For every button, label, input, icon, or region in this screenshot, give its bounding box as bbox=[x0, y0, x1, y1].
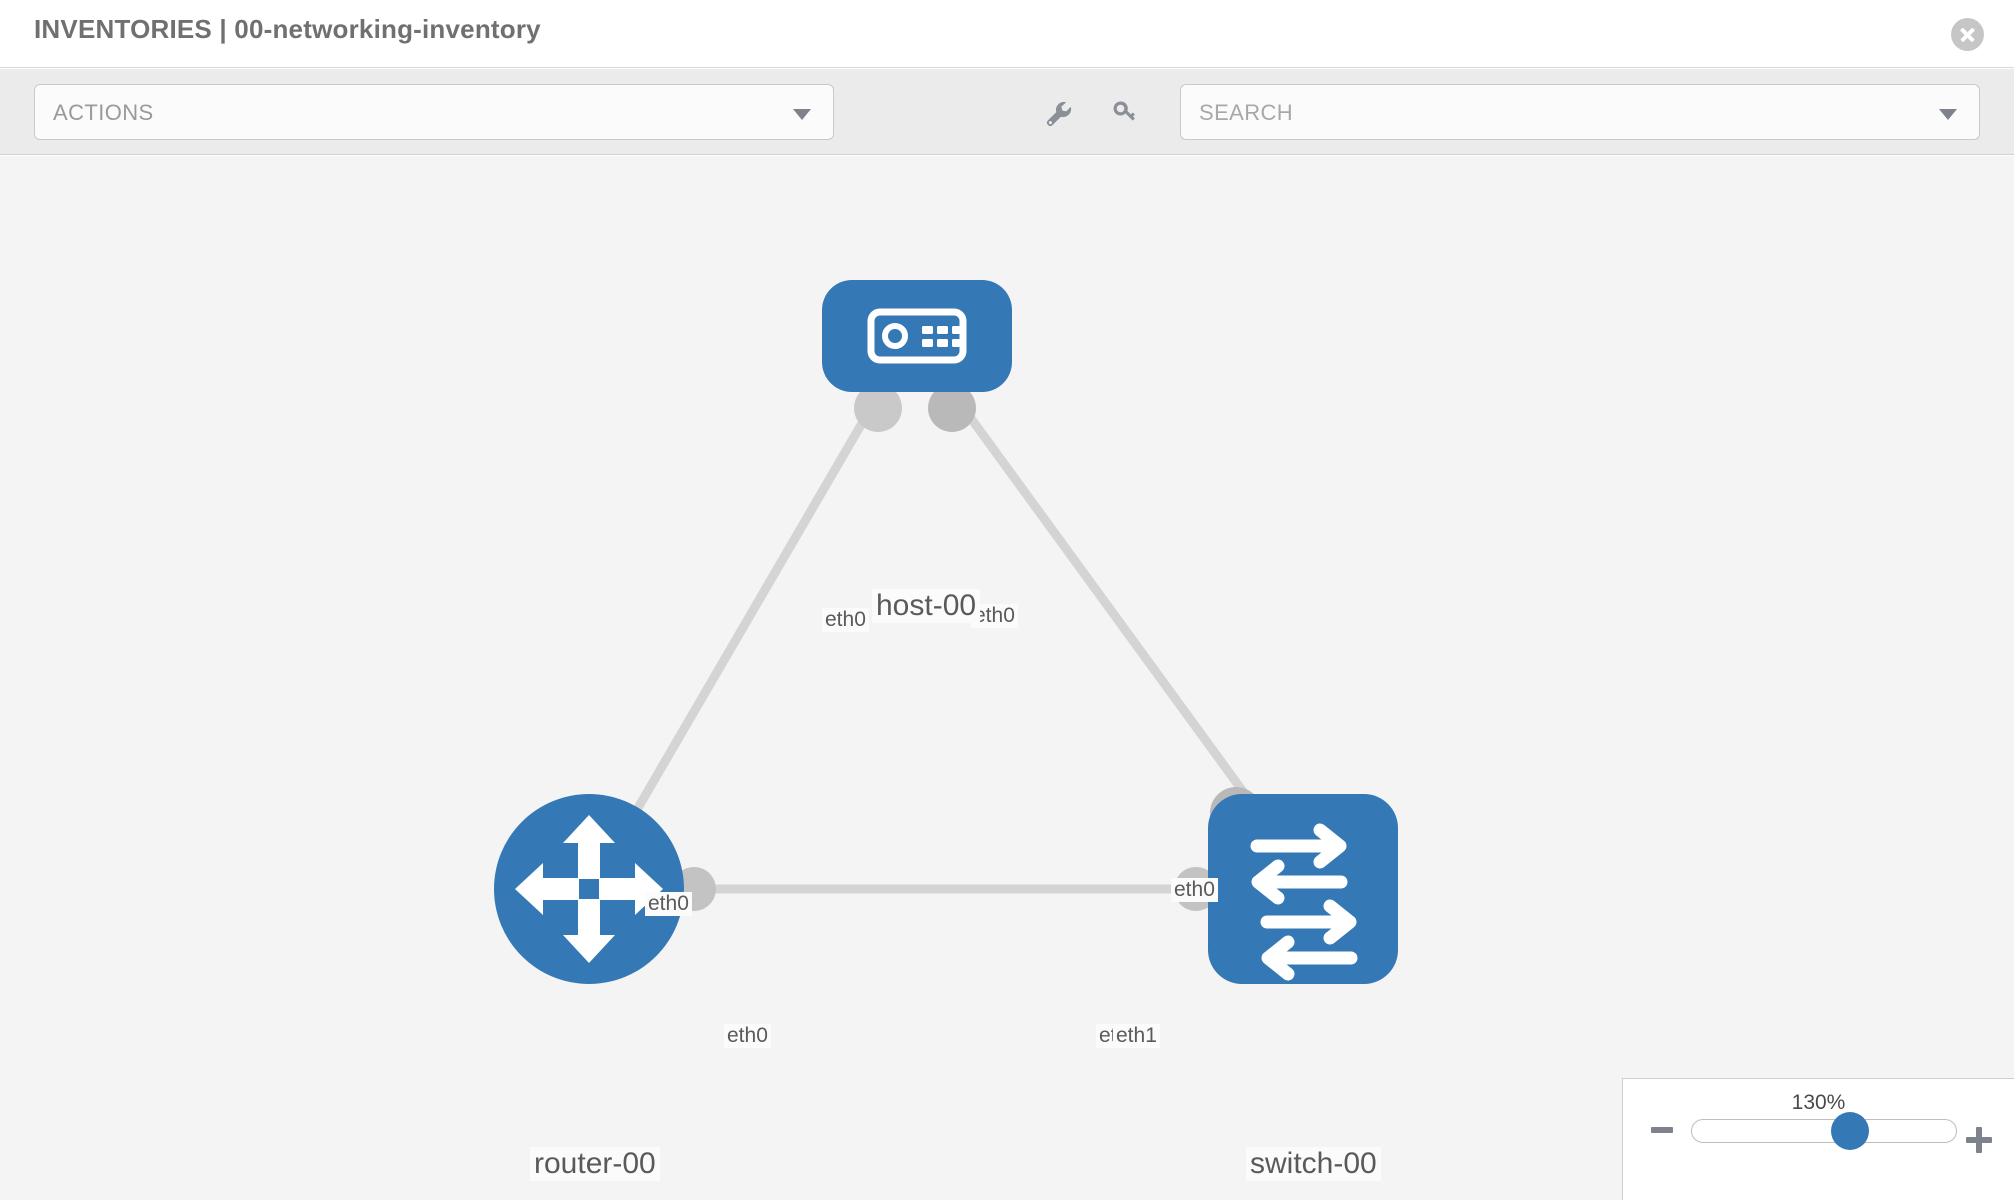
zoom-in-button[interactable] bbox=[1966, 1127, 1992, 1153]
page-header: INVENTORIES | 00-networking-inventory bbox=[0, 0, 2014, 68]
zoom-out-button[interactable] bbox=[1651, 1127, 1673, 1133]
node-label-switch-00: switch-00 bbox=[1246, 1147, 1381, 1181]
zoom-control-panel: 130% bbox=[1622, 1078, 2014, 1200]
switch-arrows-icon bbox=[1250, 823, 1358, 981]
topology-ports bbox=[672, 384, 1262, 911]
node-host-00 bbox=[822, 280, 1012, 392]
topology-graph bbox=[494, 280, 1398, 984]
port-stub bbox=[928, 384, 976, 432]
port-label: eth1 bbox=[1113, 1024, 1160, 1049]
port-label: eth0 bbox=[724, 1024, 771, 1049]
wrench-icon[interactable] bbox=[1042, 97, 1076, 131]
node-router-00 bbox=[494, 794, 684, 984]
node-switch-00 bbox=[1208, 794, 1398, 984]
port-label: eth0 bbox=[822, 608, 869, 633]
toolbar: ACTIONS SEARCH bbox=[0, 69, 2014, 155]
close-icon[interactable] bbox=[1951, 18, 1984, 51]
topology-canvas[interactable]: eth0 eth0 host-00 eth0 eth0 eth0 eth eth… bbox=[0, 156, 2014, 1200]
page-title: INVENTORIES | 00-networking-inventory bbox=[34, 14, 541, 44]
port-stub bbox=[854, 384, 902, 432]
actions-dropdown-label: ACTIONS bbox=[53, 100, 154, 125]
zoom-slider-thumb[interactable] bbox=[1831, 1112, 1870, 1150]
node-host-00-shape bbox=[822, 280, 1012, 392]
chevron-down-icon[interactable] bbox=[1939, 109, 1957, 120]
zoom-level-value: 130% bbox=[1791, 1091, 1846, 1114]
node-label-host-00: host-00 bbox=[872, 589, 981, 623]
server-icon bbox=[867, 308, 967, 364]
search-input[interactable]: SEARCH bbox=[1180, 84, 1980, 140]
link-host-router bbox=[606, 403, 876, 859]
topology-links bbox=[606, 403, 1294, 894]
search-placeholder: SEARCH bbox=[1199, 100, 1294, 125]
zoom-slider[interactable] bbox=[1691, 1112, 1957, 1150]
port-label: eth0 bbox=[645, 892, 692, 917]
port-label: eth0 bbox=[1171, 878, 1218, 903]
key-icon[interactable] bbox=[1107, 97, 1141, 131]
node-label-router-00: router-00 bbox=[530, 1147, 660, 1181]
server-icon-dots bbox=[922, 326, 960, 347]
node-router-00-shape bbox=[494, 794, 684, 984]
link-host-switch bbox=[958, 403, 1294, 859]
chevron-down-icon bbox=[793, 109, 811, 120]
actions-dropdown[interactable]: ACTIONS bbox=[34, 84, 834, 140]
